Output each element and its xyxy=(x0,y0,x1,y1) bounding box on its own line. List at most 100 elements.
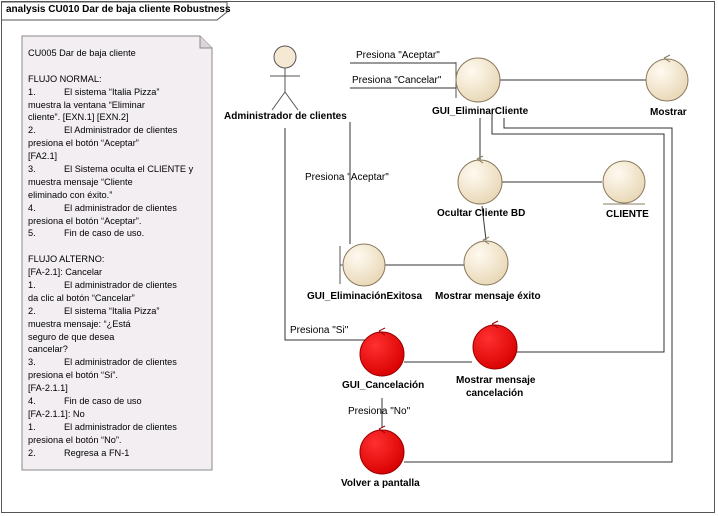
mostrar-label: Mostrar xyxy=(650,107,687,118)
mostrar-control xyxy=(645,54,689,102)
note-line-text: Fin de caso de uso xyxy=(64,396,142,407)
note-line: presiona el botón “Aceptar” xyxy=(22,137,212,150)
note-line: 5. Fin de caso de uso. xyxy=(22,227,212,240)
note-line-text: FLUJO NORMAL: xyxy=(28,73,102,84)
note-line-number: 3. xyxy=(28,357,36,368)
edge-label-no: Presiona "No" xyxy=(348,406,411,417)
note-line-text: El administrador de clientes xyxy=(64,357,177,368)
note-line-text: El administrador de clientes xyxy=(64,202,177,213)
note-line: 1. El administrador de clientes xyxy=(22,279,212,292)
note-line-number: 2. xyxy=(28,125,36,136)
note-line: 2. El Administrador de clientes xyxy=(22,124,212,137)
mostrar-cancelacion-label-1: Mostrar mensaje xyxy=(456,375,536,386)
note-line-number: 3. xyxy=(28,164,36,175)
note-line-text: muestra mensaje: “¿Está xyxy=(28,318,131,329)
mostrar-exito-label: Mostrar mensaje éxito xyxy=(435,291,541,302)
note-line: [FA-2.1.1]: No xyxy=(22,408,212,421)
gui-eliminar-label: GUI_EliminarCliente xyxy=(432,106,529,117)
note-line-number: 4. xyxy=(28,396,36,407)
mostrar-cancelacion-label-2: cancelación xyxy=(466,388,524,399)
note-line: 4. Fin de caso de uso xyxy=(22,395,212,408)
note-line-text: Regresa a FN-1 xyxy=(64,447,130,458)
gui-eliminar-boundary xyxy=(455,57,501,103)
note-line-text: presiona el botón “Aceptar”. xyxy=(28,215,142,226)
frame-title-tab xyxy=(2,1,228,21)
note-line xyxy=(22,240,212,253)
note-line-text: El administrador de clientes xyxy=(64,280,177,291)
note-line-number: 5. xyxy=(28,228,36,239)
note-line-text: da clic al botón “Cancelar” xyxy=(28,292,135,303)
note-shape xyxy=(21,35,213,471)
note-line: 2. El sistema “Italia Pizza” xyxy=(22,305,212,318)
note-line: [FA-2.1.1] xyxy=(22,382,212,395)
note-line-text: El Administrador de clientes xyxy=(64,125,178,136)
note-line: FLUJO NORMAL: xyxy=(22,73,212,86)
note-line-text: El Sistema oculta el CLIENTE y xyxy=(64,164,194,175)
note-line-number: 4. xyxy=(28,202,36,213)
volver-label: Volver a pantalla xyxy=(341,478,420,489)
note-line-text: seguro de que desea xyxy=(28,331,115,342)
mostrar-cancelacion-control xyxy=(472,320,518,370)
edge-label-si: Presiona "Si" xyxy=(290,325,349,336)
note-line: 3. El administrador de clientes xyxy=(22,356,212,369)
cliente-entity xyxy=(602,160,646,205)
note-line: presiona el botón “No”. xyxy=(22,434,212,447)
edge-label-cancelar-top: Presiona "Cancelar" xyxy=(352,75,442,86)
actor-icon xyxy=(270,45,300,111)
note-line-text: El sistema “Italia Pizza” xyxy=(64,86,160,97)
note-line: seguro de que desea xyxy=(22,331,212,344)
note-line-text: muestra la ventana “Eliminar xyxy=(28,99,145,110)
note-line-number: 1. xyxy=(28,280,36,291)
note-line-text: [FA-2.1]: Cancelar xyxy=(28,267,103,278)
note-line-text: El administrador de clientes xyxy=(64,421,177,432)
diagram-title: analysis CU010 Dar de baja cliente Robus… xyxy=(6,4,231,15)
gui-cancelacion-label: GUI_Cancelación xyxy=(342,380,425,391)
note-line: 3. El Sistema oculta el CLIENTE y xyxy=(22,163,212,176)
ocultar-control xyxy=(457,155,503,205)
note-line-number: 1. xyxy=(28,421,36,432)
edge-ocultar-exito xyxy=(481,205,487,241)
note-line: presiona el botón “Si”. xyxy=(22,369,212,382)
note-line: muestra la ventana “Eliminar xyxy=(22,99,212,112)
note-line-text: Fin de caso de uso. xyxy=(64,228,145,239)
note-line-text: presiona el botón “Si”. xyxy=(28,370,118,381)
note-line-text: CU005 Dar de baja cliente xyxy=(28,48,136,58)
mostrar-exito-control xyxy=(463,236,509,286)
note-line: eliminado con éxito.” xyxy=(22,189,212,202)
note-line-number: 1. xyxy=(28,86,36,97)
note-line-text: [FA-2.1.1] xyxy=(28,383,68,394)
ocultar-label: Ocultar Cliente BD xyxy=(437,208,526,219)
note-line-text: presiona el botón “Aceptar” xyxy=(28,138,139,149)
note-line-text: [FA2.1] xyxy=(28,151,58,162)
gui-cancelacion-control xyxy=(359,327,405,377)
note-line xyxy=(22,60,212,73)
note-line: 4. El administrador de clientes xyxy=(22,202,212,215)
note-line-text: muestra mensaje “Cliente xyxy=(28,176,133,187)
edge-label-aceptar-mid: Presiona "Aceptar" xyxy=(305,172,389,183)
note-line: cancelar? xyxy=(22,343,212,356)
note-line-text: cancelar? xyxy=(28,344,68,355)
note-line-text: [FA-2.1.1]: No xyxy=(28,408,85,419)
gui-exitosa-boundary xyxy=(339,243,386,287)
note-line-number: 2. xyxy=(28,305,36,316)
note-line: muestra mensaje: “¿Está xyxy=(22,318,212,331)
note-line-text: FLUJO ALTERNO: xyxy=(28,254,105,265)
edge-gui-volver xyxy=(404,118,673,463)
note-line-text: El sistema “Italia Pizza” xyxy=(64,305,160,316)
note-line-text: cliente”. [EXN.1] [EXN.2] xyxy=(28,112,129,123)
note-fold xyxy=(199,36,212,49)
note-line: presiona el botón “Aceptar”. xyxy=(22,215,212,228)
note-line: 2.Regresa a FN-1 xyxy=(22,447,212,460)
actor-label: Administrador de clientes xyxy=(224,111,347,122)
note-line: 1. El sistema “Italia Pizza” xyxy=(22,86,212,99)
note-line: da clic al botón “Cancelar” xyxy=(22,292,212,305)
note-line-text: presiona el botón “No”. xyxy=(28,434,122,445)
cliente-label: CLIENTE xyxy=(606,209,649,220)
note-line-text: eliminado con éxito.” xyxy=(28,189,113,200)
note-line: 1. El administrador de clientes xyxy=(22,421,212,434)
note-line: FLUJO ALTERNO: xyxy=(22,253,212,266)
note-line: muestra mensaje “Cliente xyxy=(22,176,212,189)
